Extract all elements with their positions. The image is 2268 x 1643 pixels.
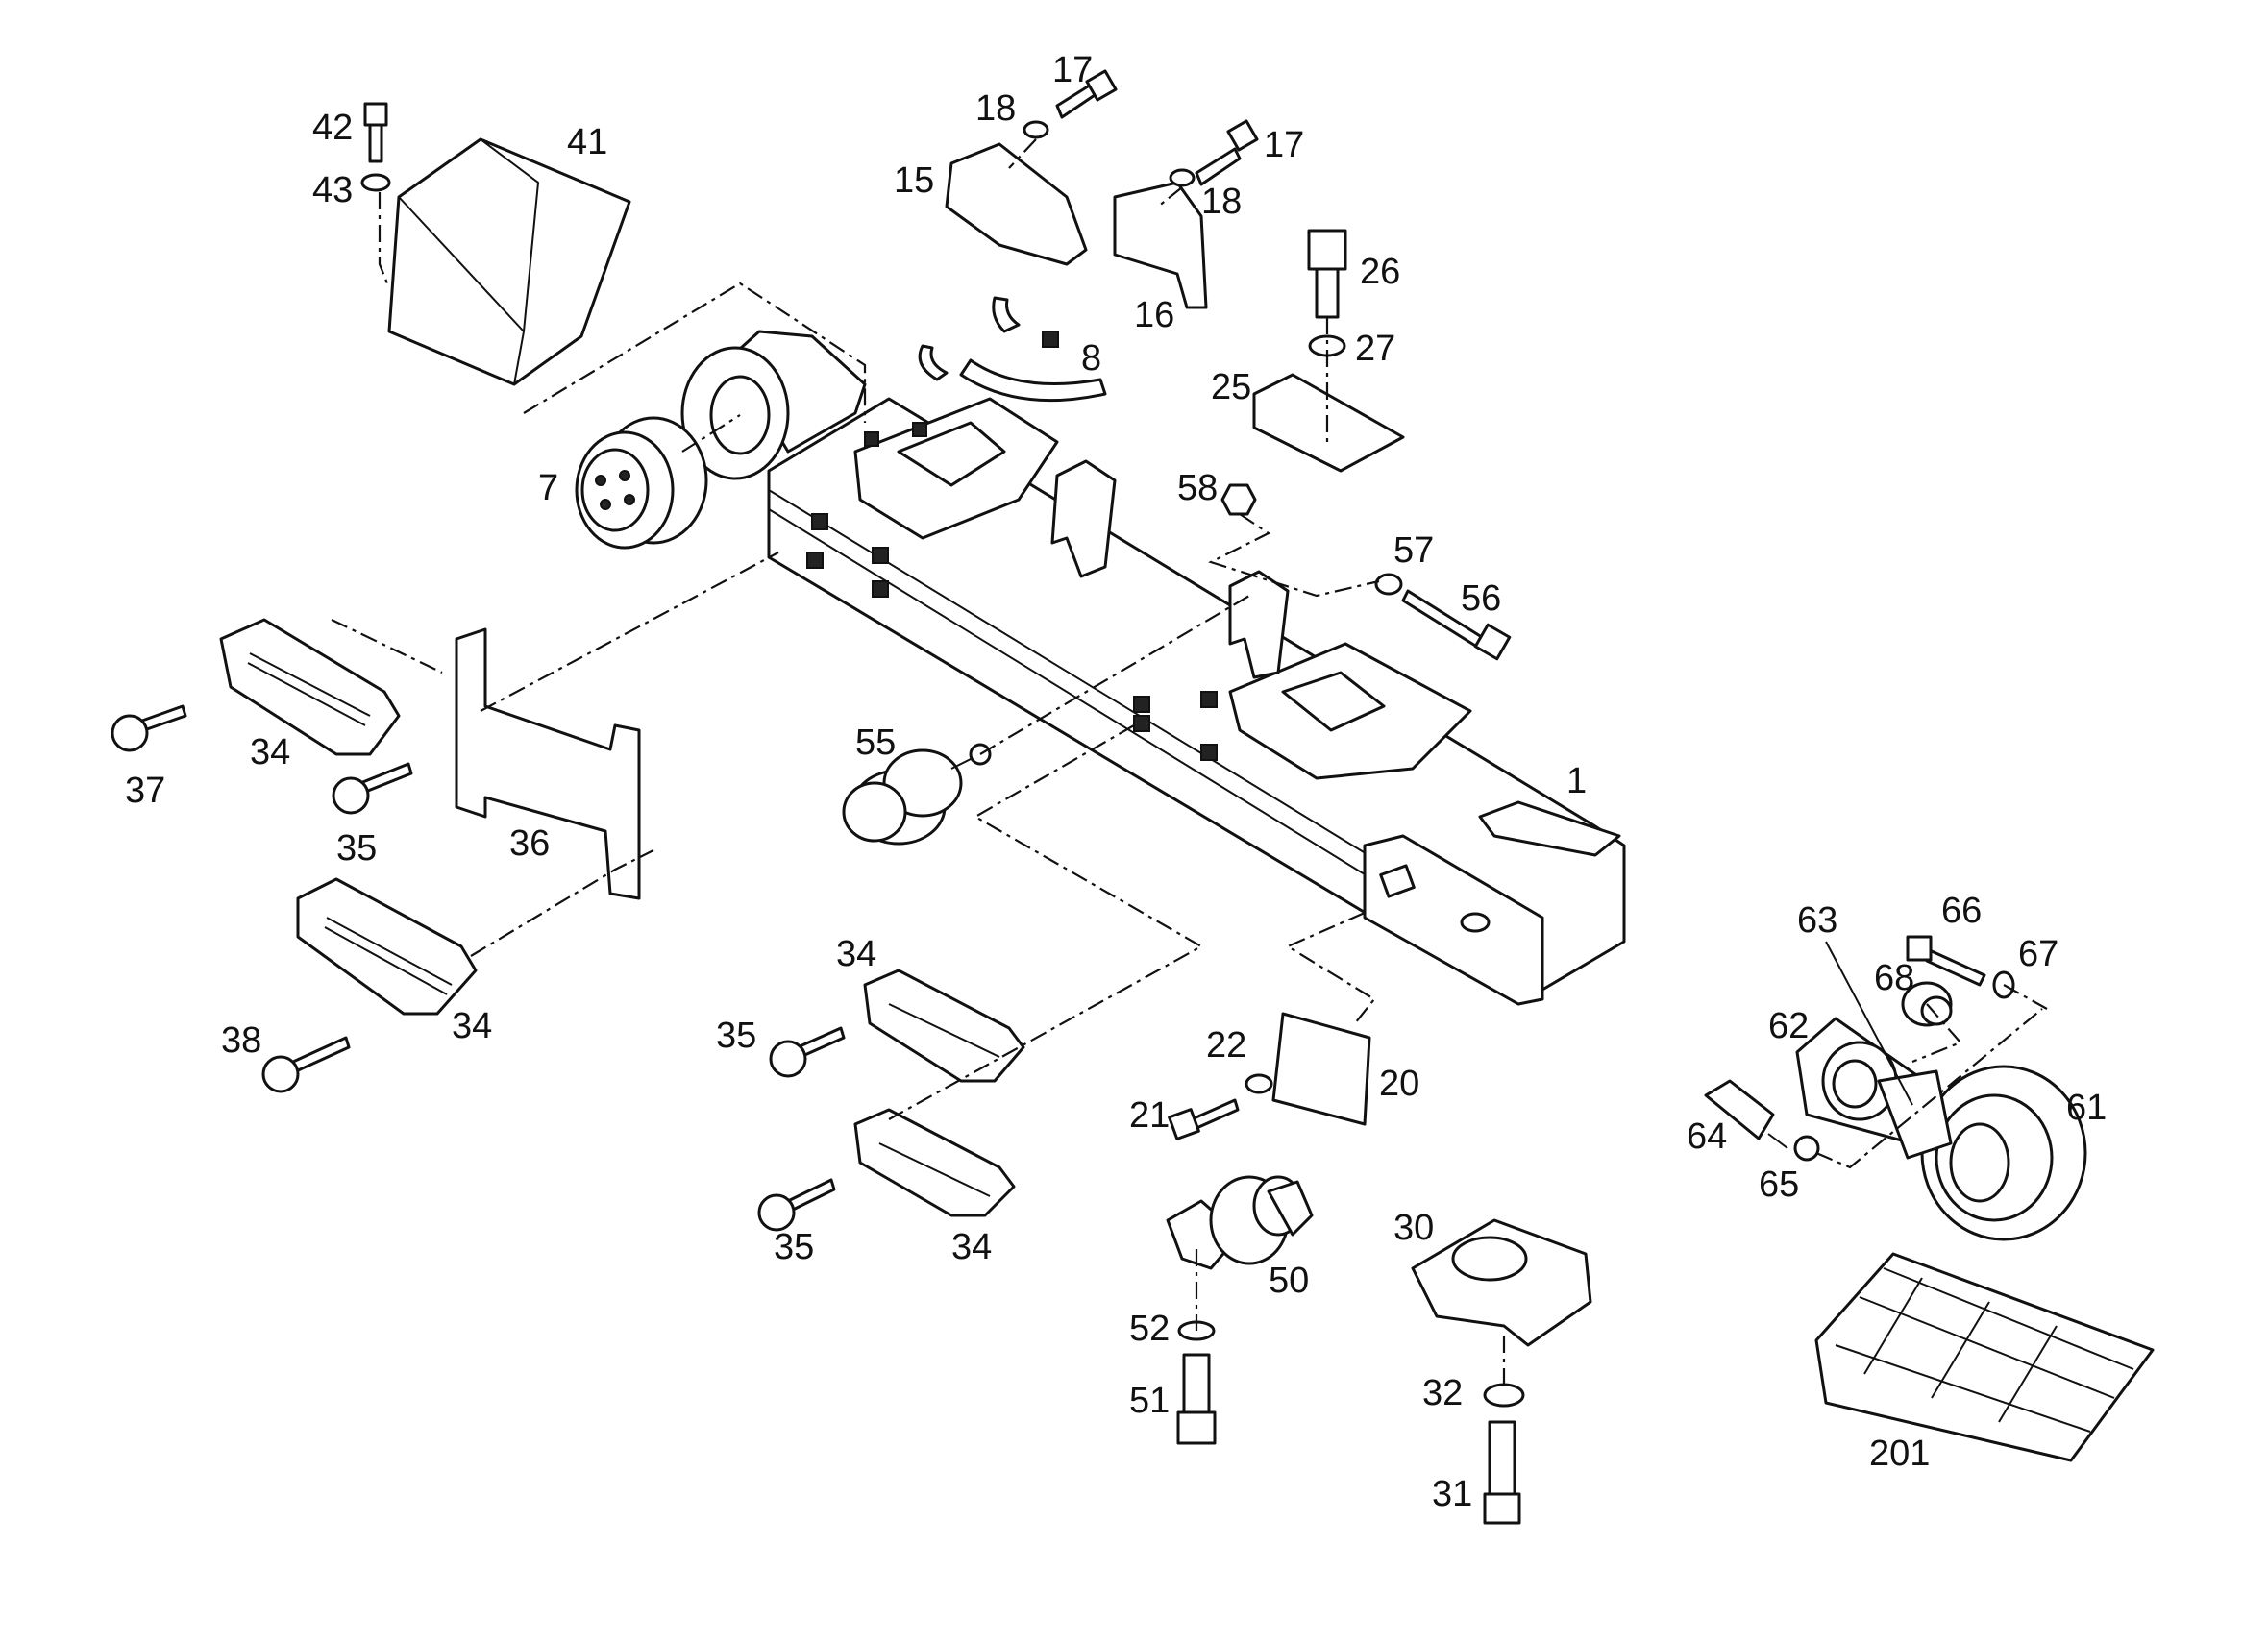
bolt-38 <box>261 1036 351 1093</box>
guard-34b <box>296 877 478 1016</box>
bolt-35a <box>332 762 413 815</box>
callout-17b: 17 <box>1264 125 1304 165</box>
callout-21: 21 <box>1129 1095 1170 1136</box>
washer-32 <box>1483 1383 1525 1408</box>
bolt-31 <box>1483 1420 1521 1525</box>
callout-61: 61 <box>2066 1088 2107 1128</box>
callout-52: 52 <box>1129 1309 1170 1349</box>
callout-7: 7 <box>538 468 558 508</box>
callout-34a: 34 <box>250 732 290 772</box>
callout-34b: 34 <box>452 1006 492 1046</box>
callout-25: 25 <box>1211 367 1251 407</box>
callout-26: 26 <box>1360 252 1400 292</box>
callout-67: 67 <box>2018 934 2058 974</box>
plate-16 <box>1113 181 1208 309</box>
nut-58 <box>1220 483 1257 516</box>
top-cover <box>387 137 631 386</box>
roller-guard-30 <box>1411 1218 1592 1347</box>
callout-34c: 34 <box>836 934 876 974</box>
drive-hub <box>575 416 708 550</box>
bolt-35c <box>757 1178 836 1232</box>
callout-65: 65 <box>1759 1165 1799 1205</box>
guard-34c <box>863 969 1025 1083</box>
callout-201: 201 <box>1869 1434 1930 1474</box>
guard-34a <box>219 618 401 756</box>
bolt-17a <box>1055 69 1118 119</box>
washer-65 <box>1793 1135 1820 1162</box>
callout-57: 57 <box>1393 530 1434 571</box>
callout-43: 43 <box>312 170 353 210</box>
washer-43 <box>360 173 391 192</box>
callout-50: 50 <box>1269 1261 1309 1301</box>
callout-63: 63 <box>1797 900 1837 941</box>
callout-66: 66 <box>1941 891 1982 931</box>
washer-57 <box>1374 573 1403 596</box>
callout-36: 36 <box>509 823 550 864</box>
track-frame <box>680 330 1626 1006</box>
bracket-36 <box>455 627 641 900</box>
washer-18a <box>1023 120 1049 139</box>
callout-38: 38 <box>221 1020 261 1061</box>
callout-35c: 35 <box>774 1227 814 1267</box>
carrier-roller <box>842 743 992 846</box>
track-chain-201 <box>1814 1252 2155 1462</box>
bolt-51 <box>1176 1353 1217 1445</box>
callout-35a: 35 <box>336 828 377 869</box>
callout-8: 8 <box>1081 338 1101 379</box>
washer-18b <box>1169 168 1196 187</box>
bolt-26 <box>1307 229 1347 319</box>
idler-wheel <box>1920 1065 2087 1241</box>
callout-32: 32 <box>1422 1373 1463 1413</box>
bolt-37 <box>111 704 187 752</box>
callout-22: 22 <box>1206 1025 1246 1066</box>
clip-assembly <box>918 296 1107 403</box>
callout-labels: 1 7 8 15 16 17 17 18 18 20 21 22 25 26 2… <box>125 50 2107 1514</box>
plate-15 <box>945 142 1088 266</box>
callout-17a: 17 <box>1052 50 1093 90</box>
callout-18a: 18 <box>975 88 1016 129</box>
callout-34d: 34 <box>951 1227 992 1267</box>
callout-41: 41 <box>567 122 607 162</box>
callout-42: 42 <box>312 108 353 148</box>
callout-37: 37 <box>125 771 165 811</box>
tensioner-63 <box>1877 1069 1953 1160</box>
callout-58: 58 <box>1177 468 1218 508</box>
guard-34d <box>853 1108 1016 1217</box>
callout-15: 15 <box>894 160 934 201</box>
plate-25 <box>1252 373 1405 473</box>
callout-1: 1 <box>1566 761 1587 801</box>
callout-56: 56 <box>1461 578 1501 619</box>
callout-62: 62 <box>1768 1006 1809 1046</box>
bolt-66 <box>1906 935 1986 987</box>
washer-22 <box>1245 1073 1273 1094</box>
callout-35b: 35 <box>716 1016 756 1056</box>
grease-valve-64 <box>1704 1079 1788 1149</box>
callout-16: 16 <box>1134 295 1174 335</box>
bolt-17b <box>1195 119 1259 186</box>
bolt-21 <box>1168 1098 1240 1140</box>
callout-31: 31 <box>1432 1474 1472 1514</box>
callout-55: 55 <box>855 723 896 763</box>
callout-30: 30 <box>1393 1208 1434 1248</box>
bolt-56 <box>1401 589 1512 661</box>
leader-lines <box>331 138 2048 1388</box>
callout-18b: 18 <box>1201 182 1242 222</box>
callout-27: 27 <box>1355 329 1395 369</box>
plate-20 <box>1271 1012 1371 1126</box>
callout-68: 68 <box>1874 958 1914 998</box>
callout-64: 64 <box>1687 1116 1727 1157</box>
callout-20: 20 <box>1379 1064 1419 1104</box>
callout-51: 51 <box>1129 1381 1170 1421</box>
track-roller <box>1166 1175 1314 1270</box>
bolt-42 <box>363 102 388 163</box>
bolt-35b <box>769 1026 846 1078</box>
